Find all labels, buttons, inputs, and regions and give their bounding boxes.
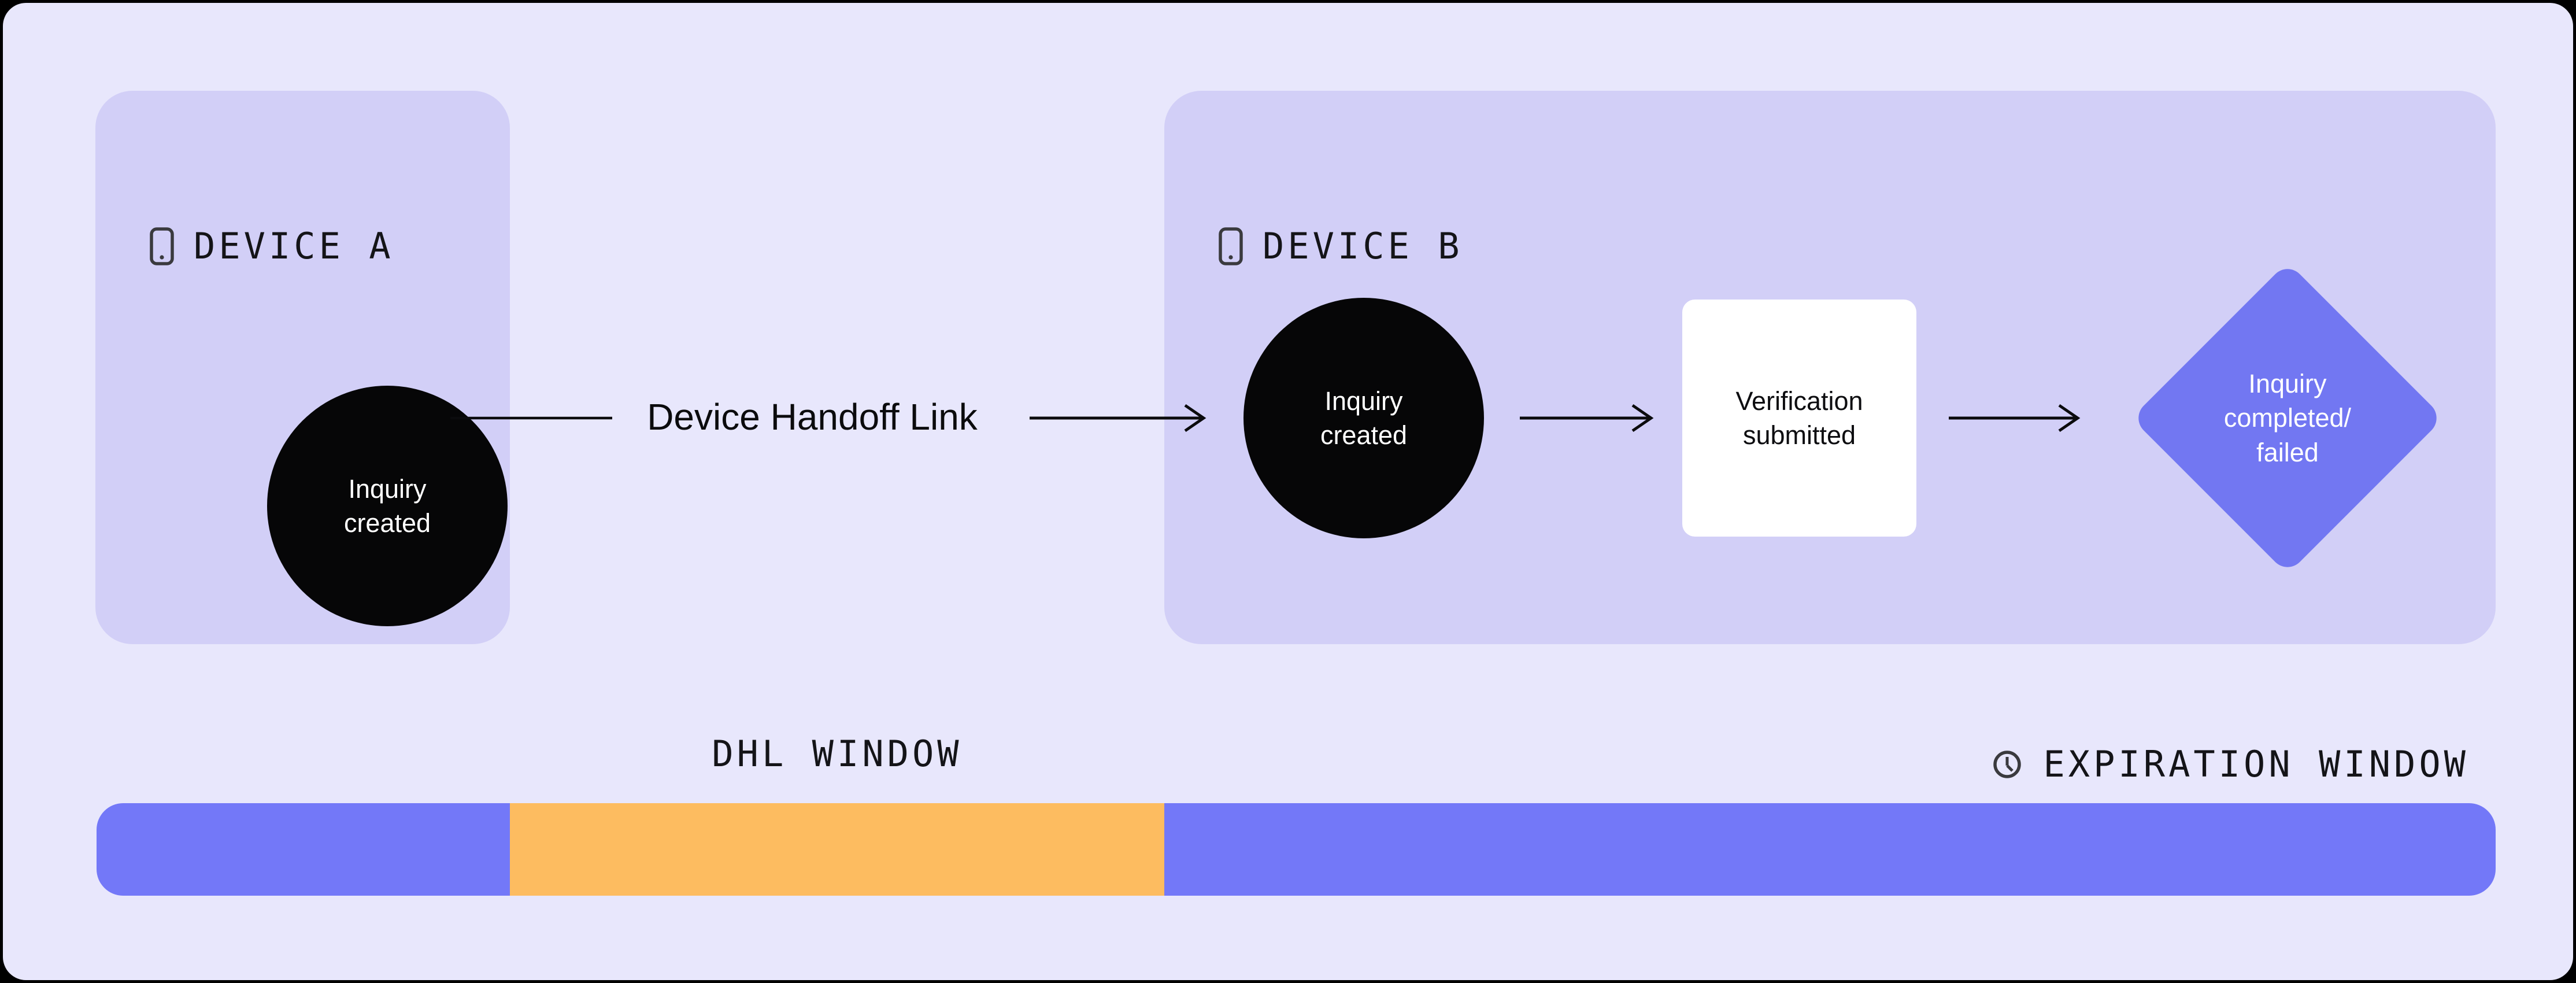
expiration-window-label: EXPIRATION WINDOW [2043,743,2469,785]
expiration-window-header: EXPIRATION WINDOW [1992,743,2469,785]
arrow-circle-b-to-verification [1520,404,1654,433]
node-verification-submitted: Verification submitted [1682,300,1916,537]
node-inquiry-completed-failed-label: Inquiry completed/ failed [2223,368,2352,467]
node-inquiry-created-a: Inquiry created [267,386,508,626]
timeline-bar [97,803,2496,896]
arrow-verification-to-completed [1949,404,2081,433]
smartphone-icon [1219,227,1243,265]
arrow-handoff-to-device-b [1030,404,1206,433]
node-inquiry-created-b-label: Inquiry created [1320,386,1408,450]
device-b-header: DEVICE B [1218,225,1463,267]
timeline-segment-expiration-window [1164,803,2496,896]
node-inquiry-completed-failed: Inquiry completed/ failed [2131,261,2444,575]
device-a-panel: DEVICE A Inquiry created [95,91,510,644]
node-inquiry-created-b: Inquiry created [1243,298,1484,538]
connector-line-circle-a-to-handoff [450,416,612,420]
smartphone-icon [150,227,174,265]
timeline-segment-dhl-window [510,803,1164,896]
device-handoff-link-label: Device Handoff Link [647,396,978,438]
device-b-label: DEVICE B [1263,225,1463,267]
diamond-shape: Inquiry completed/ failed [2131,261,2444,575]
node-inquiry-created-a-label: Inquiry created [343,474,431,538]
node-verification-submitted-label: Verification submitted [1735,386,1863,450]
timeline-segment-pre-handoff [97,803,510,896]
clock-icon [1993,750,2022,778]
device-a-label: DEVICE A [194,225,394,267]
diagram-surface: DEVICE A Inquiry created DEVICE B [3,3,2573,980]
device-a-header: DEVICE A [149,225,394,267]
dhl-window-label: DHL WINDOW [712,733,963,775]
